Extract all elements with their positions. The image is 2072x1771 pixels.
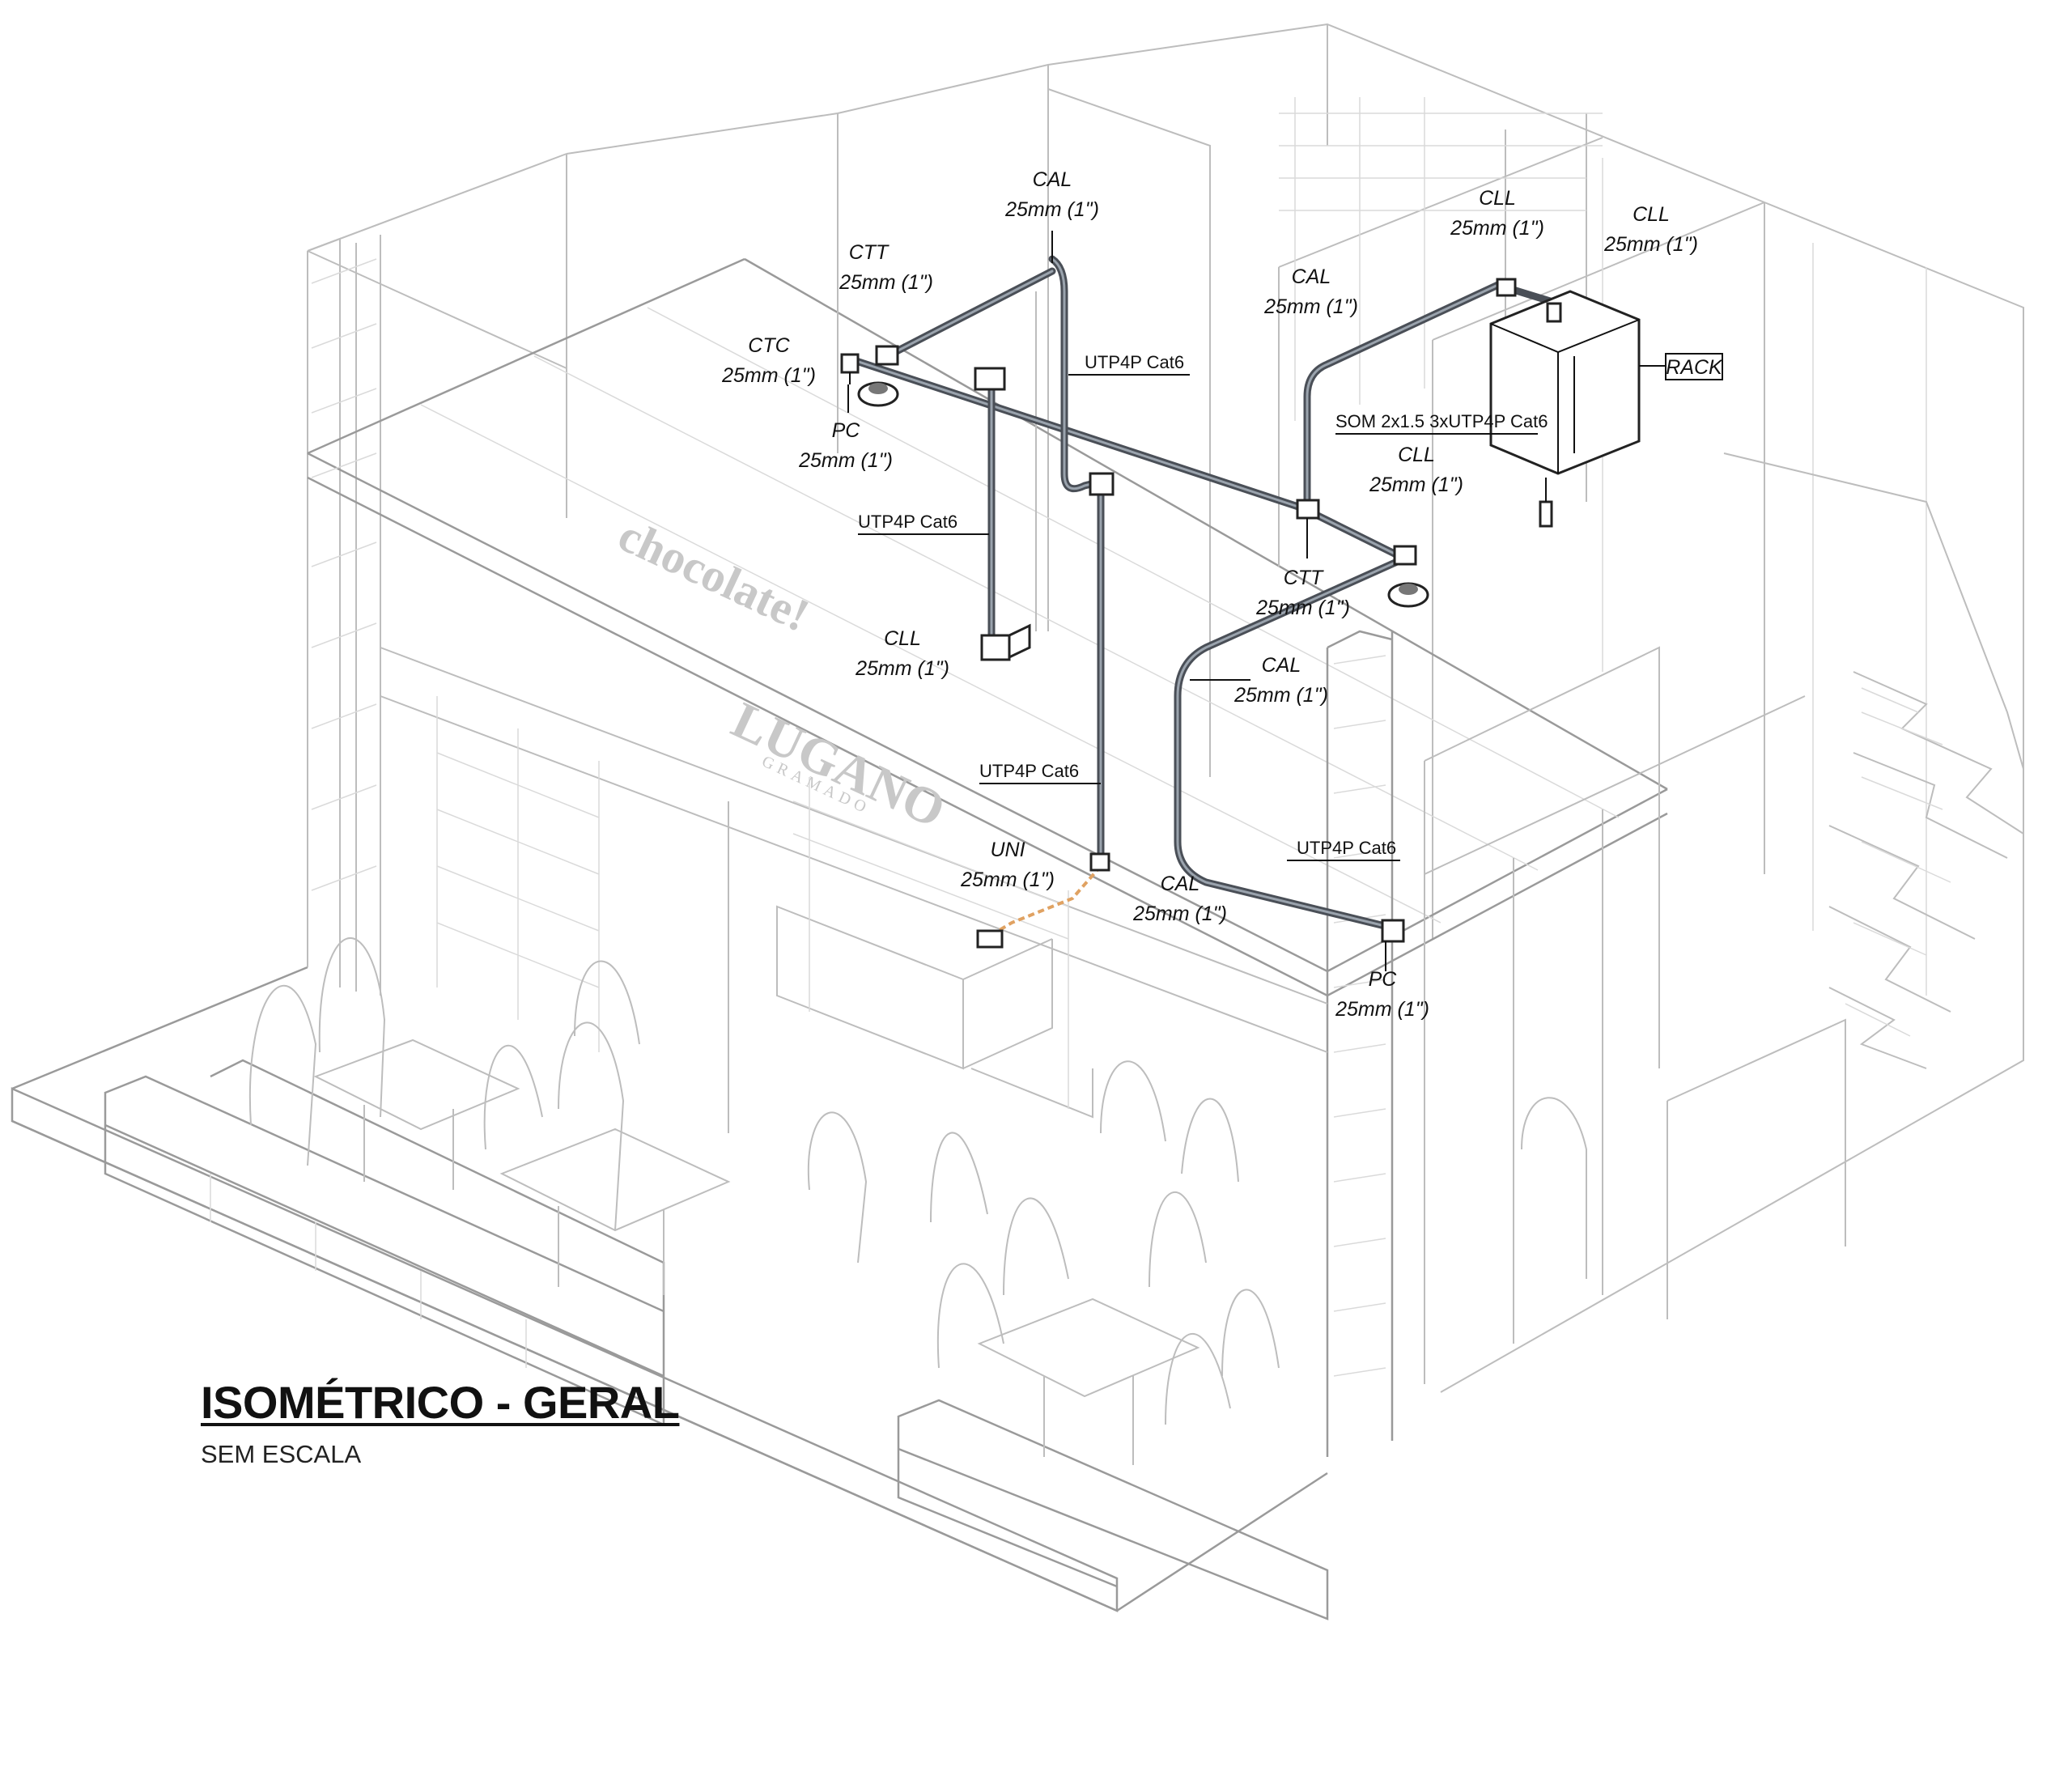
label-ctc-name: CTC [748,334,790,357]
label-ctt-2-size: 25mm (1") [1255,597,1350,619]
drawing-title: ISOMÉTRICO - GERAL [201,1377,680,1428]
label-som: SOM 2x1.5 3xUTP4P Cat6 [1335,411,1548,431]
label-cal-4-name: CAL [1161,873,1200,895]
pc-dome-1-inner [868,383,888,394]
rack-cabinet-edge [1490,319,1640,474]
label-cll-1-size: 25mm (1") [855,657,949,680]
label-pc-2-name: PC [1369,968,1398,991]
seating-area [104,936,1587,1620]
chairs [248,936,1587,1425]
conduit-runs [850,255,1562,936]
devices [840,278,1641,955]
label-ctt-1-size: 25mm (1") [839,271,933,294]
mezzanine-grid [420,307,1620,924]
label-utp-4: UTP4P Cat6 [1297,838,1396,858]
left-column-hatch [311,258,377,891]
label-pc-2-size: 25mm (1") [1335,998,1429,1021]
conduit-ceiling-link-inner [889,270,1054,356]
label-uni-size: 25mm (1") [960,869,1055,891]
upper-shelves [1279,97,1603,421]
title-block: ISOMÉTRICO - GERAL SEM ESCALA [201,1376,680,1469]
rack-cabinet [1489,290,1641,475]
label-uni-name: UNI [990,839,1025,861]
bench-right [897,1399,1329,1620]
table-1 [313,1038,520,1190]
leader-lines [847,231,1666,971]
label-cll-2-size: 25mm (1") [1450,217,1544,240]
right-wall [1432,202,2024,1393]
label-utp-2: UTP4P Cat6 [858,512,957,532]
left-column [307,235,381,996]
label-cll-3-name: CLL [1633,203,1670,226]
label-cal-2-size: 25mm (1") [1263,295,1358,318]
back-shelves [792,777,1069,1109]
conduit-rack-run-inner [1306,280,1507,508]
label-cal-4-size: 25mm (1") [1132,902,1227,925]
label-rack: RACK [1666,356,1723,379]
junction-box-cal [1089,472,1115,496]
uni-box [1089,852,1110,872]
ctt-box-2 [1296,499,1320,520]
flex-conduit-uni [990,864,1102,936]
table-3 [977,1297,1200,1465]
label-ctt-2-name: CTT [1284,567,1324,589]
cll-box-left [980,634,1011,661]
label-cal-3-name: CAL [1262,654,1301,677]
conduit-lower-right-inner [1176,557,1406,928]
label-utp-3: UTP4P Cat6 [979,761,1079,781]
label-cll-2-name: CLL [1479,187,1516,210]
stair-hatch [1845,687,1951,1037]
spiral-stair [1828,671,2024,1069]
junction-box-utp [974,367,1006,391]
cll-box-right [1393,545,1417,566]
label-ctt-1-name: CTT [849,241,890,264]
bench-left [104,1059,665,1426]
label-pc-1-size: 25mm (1") [798,449,893,472]
label-cll-4-name: CLL [1398,444,1435,466]
table-2 [499,1128,731,1295]
conduit-drop-cll-left [987,376,1012,652]
label-cal-1-size: 25mm (1") [1004,198,1099,221]
ctt-box-1 [875,345,899,366]
wall-sign: chocolate! [611,508,817,642]
upper-partitions [837,113,1603,631]
label-cll-1-name: CLL [884,627,921,650]
stair-handrail [1723,452,2024,770]
label-cal-1-name: CAL [1033,168,1072,191]
storefront-wall [380,647,1328,1133]
label-cal-2-name: CAL [1292,265,1331,288]
label-pc-1-name: PC [832,419,861,442]
floor-box [976,929,1004,949]
annotation-labels: CTT 25mm (1") CTC 25mm (1") PC 25mm (1")… [721,168,1723,1021]
left-wall [307,153,567,967]
right-room-counter [1667,1018,1846,1319]
pc-dome-2-inner [1399,584,1418,595]
right-room-cabinet [1424,646,1806,1384]
label-cal-3-size: 25mm (1") [1233,684,1328,707]
conduit-cal-descent-inner [1051,257,1102,860]
pc-device-2 [1381,919,1405,943]
ctc-device [840,353,860,374]
label-cll-3-size: 25mm (1") [1603,233,1698,256]
label-cll-4-size: 25mm (1") [1369,474,1463,496]
cll-box-rack [1496,278,1517,297]
label-utp-1: UTP4P Cat6 [1085,352,1184,372]
service-counter [776,905,1093,1119]
bench-left-seams [210,1174,527,1368]
shelving-left [436,696,600,1052]
cll-box-rack-2 [1546,302,1562,323]
drawing-scale-note: SEM ESCALA [201,1440,362,1468]
rack-label-box [1665,353,1723,380]
floor-front-edge [11,1119,1328,1612]
label-ctc-size: 25mm (1") [721,364,816,387]
cll-box-left-side [1008,623,1031,660]
rack-bottom-box [1539,500,1553,528]
rear-wall-top [1047,65,1211,777]
